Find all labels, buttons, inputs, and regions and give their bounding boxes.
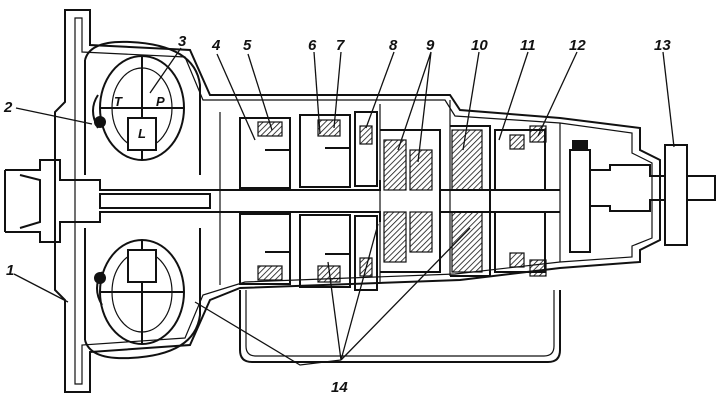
stator-label: L bbox=[138, 126, 146, 141]
callout-6: 6 bbox=[308, 37, 317, 54]
leader-lines bbox=[13, 47, 675, 366]
callout-2: 2 bbox=[3, 99, 13, 116]
callout-9: 9 bbox=[426, 37, 435, 54]
callout-5: 5 bbox=[243, 37, 252, 54]
rear-brakes bbox=[494, 125, 547, 277]
callout-10: 10 bbox=[471, 37, 488, 54]
planetary-gear-sets bbox=[380, 125, 491, 277]
callout-1: 1 bbox=[6, 262, 14, 279]
callout-4: 4 bbox=[211, 37, 221, 54]
callout-8: 8 bbox=[389, 37, 398, 54]
oil-pan bbox=[239, 290, 561, 363]
pump-label: P bbox=[156, 94, 165, 109]
turbine-label: T bbox=[114, 94, 123, 109]
callout-14: 14 bbox=[331, 379, 348, 396]
transmission-housing bbox=[54, 9, 661, 393]
callout-12: 12 bbox=[569, 37, 586, 54]
torque-converter: T P L bbox=[84, 40, 201, 360]
callout-11: 11 bbox=[520, 37, 536, 54]
callout-3: 3 bbox=[178, 33, 187, 50]
output-shaft bbox=[569, 140, 716, 253]
callout-7: 7 bbox=[336, 37, 345, 54]
callout-numbers: 1 2 3 4 5 6 7 8 9 10 11 12 13 14 bbox=[3, 33, 671, 396]
clutch-packs bbox=[239, 111, 378, 291]
callout-13: 13 bbox=[654, 37, 671, 54]
